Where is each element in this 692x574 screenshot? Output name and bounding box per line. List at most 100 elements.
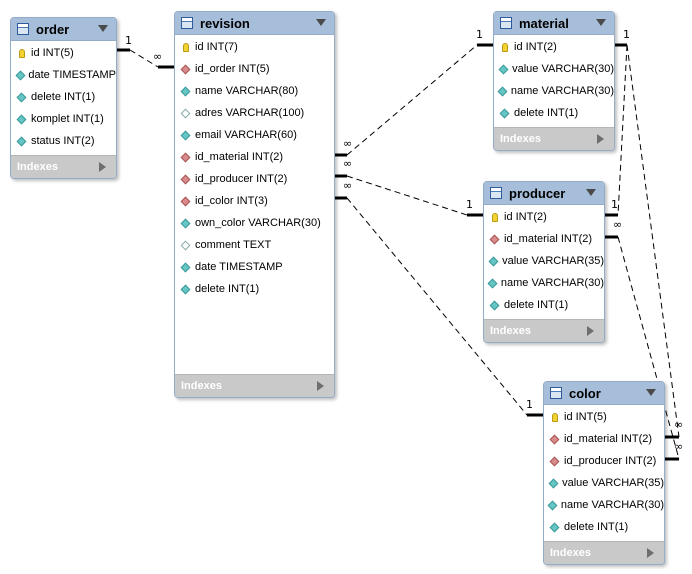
column-row[interactable]: id INT(5) [544,406,664,428]
table-order[interactable]: order id INT(5) date TIMESTAMP delete IN… [10,17,117,179]
relationship-material-color[interactable]: ∞ [626,44,683,439]
column-row[interactable]: date TIMESTAMP [175,256,334,278]
table-producer[interactable]: producer id INT(2) id_material INT(2) va… [483,181,605,343]
column-row[interactable]: komplet INT(1) [11,108,116,130]
column-row[interactable]: id INT(2) [494,36,614,58]
column-label: own_color VARCHAR(30) [195,217,321,229]
column-row[interactable]: id INT(7) [175,36,334,58]
expand-arrow-icon[interactable] [317,381,324,391]
table-header[interactable]: material [494,12,614,35]
column-row[interactable]: delete INT(1) [544,516,664,538]
indexes-label: Indexes [181,380,222,392]
relationship-order-revision[interactable]: 1 ∞ [115,34,174,69]
column-row[interactable]: own_color VARCHAR(30) [175,212,334,234]
nullable-diamond-icon [180,108,191,118]
column-row[interactable]: delete INT(1) [484,294,604,316]
many-label: ∞ [153,50,162,63]
not-null-diamond-icon [180,130,191,140]
not-null-diamond-icon [15,70,26,80]
relationship-producer-revision[interactable]: 1 ∞ [334,157,483,217]
column-row[interactable]: name VARCHAR(30) [544,494,664,516]
table-revision[interactable]: revision id INT(7) id_order INT(5) name … [174,11,335,398]
column-row[interactable]: id_producer INT(2) [544,450,664,472]
column-label: name VARCHAR(30) [510,85,614,97]
one-label: 1 [125,34,132,47]
indexes-section[interactable]: Indexes [484,319,604,342]
foreign-key-diamond-icon [180,152,191,162]
table-header[interactable]: revision [175,12,334,35]
indexes-section[interactable]: Indexes [175,374,334,397]
column-row[interactable]: id_material INT(2) [175,146,334,168]
not-null-diamond-icon [487,278,498,288]
column-row[interactable]: id INT(2) [484,206,604,228]
column-row[interactable]: name VARCHAR(80) [175,80,334,102]
one-label: 1 [623,28,630,41]
collapse-arrow-icon[interactable] [646,389,656,396]
column-label: delete INT(1) [564,521,629,533]
one-label: 1 [466,198,473,211]
one-label: 1 [611,198,618,211]
foreign-key-diamond-icon [489,234,500,244]
expand-arrow-icon[interactable] [99,162,106,172]
table-header[interactable]: order [11,18,116,41]
key-icon [491,212,498,222]
not-null-diamond-icon [499,108,510,118]
not-null-diamond-icon [180,218,191,228]
column-row[interactable]: id INT(5) [11,42,116,64]
column-label: id INT(2) [514,41,557,53]
column-row[interactable]: id_order INT(5) [175,58,334,80]
column-row[interactable]: value VARCHAR(30) [494,58,614,80]
column-row[interactable]: value VARCHAR(35) [544,472,664,494]
table-material[interactable]: material id INT(2) value VARCHAR(30) nam… [493,11,615,151]
column-label: date TIMESTAMP [195,261,283,273]
table-name: material [519,15,569,31]
indexes-section[interactable]: Indexes [11,155,116,178]
table-color[interactable]: color id INT(5) id_material INT(2) id_pr… [543,381,665,565]
column-label: id_producer INT(2) [195,173,288,185]
table-icon [17,23,29,35]
column-row[interactable]: status INT(2) [11,130,116,152]
indexes-section[interactable]: Indexes [544,541,664,564]
column-label: id_color INT(3) [195,195,268,207]
column-row[interactable]: id_material INT(2) [484,228,604,250]
column-label: id INT(2) [504,211,547,223]
column-row[interactable]: delete INT(1) [494,102,614,124]
expand-arrow-icon[interactable] [587,326,594,336]
column-label: id_order INT(5) [195,63,270,75]
column-row[interactable]: value VARCHAR(35) [484,250,604,272]
column-label: delete INT(1) [514,107,579,119]
expand-arrow-icon[interactable] [647,548,654,558]
key-icon [182,42,189,52]
one-label: 1 [476,28,483,41]
collapse-arrow-icon[interactable] [316,19,326,26]
relationship-material-revision[interactable]: 1 ∞ [334,28,493,157]
many-label: ∞ [343,137,352,150]
column-row[interactable]: delete INT(1) [175,278,334,300]
collapse-arrow-icon[interactable] [98,25,108,32]
column-row[interactable]: name VARCHAR(30) [494,80,614,102]
foreign-key-diamond-icon [180,64,191,74]
column-row[interactable]: name VARCHAR(30) [484,272,604,294]
column-row[interactable]: adres VARCHAR(100) [175,102,334,124]
table-name: revision [200,15,250,31]
table-header[interactable]: color [544,382,664,405]
column-row[interactable]: id_producer INT(2) [175,168,334,190]
indexes-label: Indexes [17,161,58,173]
indexes-section[interactable]: Indexes [494,127,614,150]
column-row[interactable]: comment TEXT [175,234,334,256]
column-row[interactable]: delete INT(1) [11,86,116,108]
not-null-diamond-icon [180,262,191,272]
expand-arrow-icon[interactable] [597,134,604,144]
column-label: komplet INT(1) [31,113,104,125]
not-null-diamond-icon [180,86,191,96]
column-row[interactable]: id_color INT(3) [175,190,334,212]
not-null-diamond-icon [498,64,509,74]
column-row[interactable]: email VARCHAR(60) [175,124,334,146]
collapse-arrow-icon[interactable] [596,19,606,26]
key-icon [501,42,508,52]
column-row[interactable]: date TIMESTAMP [11,64,116,86]
collapse-arrow-icon[interactable] [586,189,596,196]
column-row[interactable]: id_material INT(2) [544,428,664,450]
table-header[interactable]: producer [484,182,604,205]
